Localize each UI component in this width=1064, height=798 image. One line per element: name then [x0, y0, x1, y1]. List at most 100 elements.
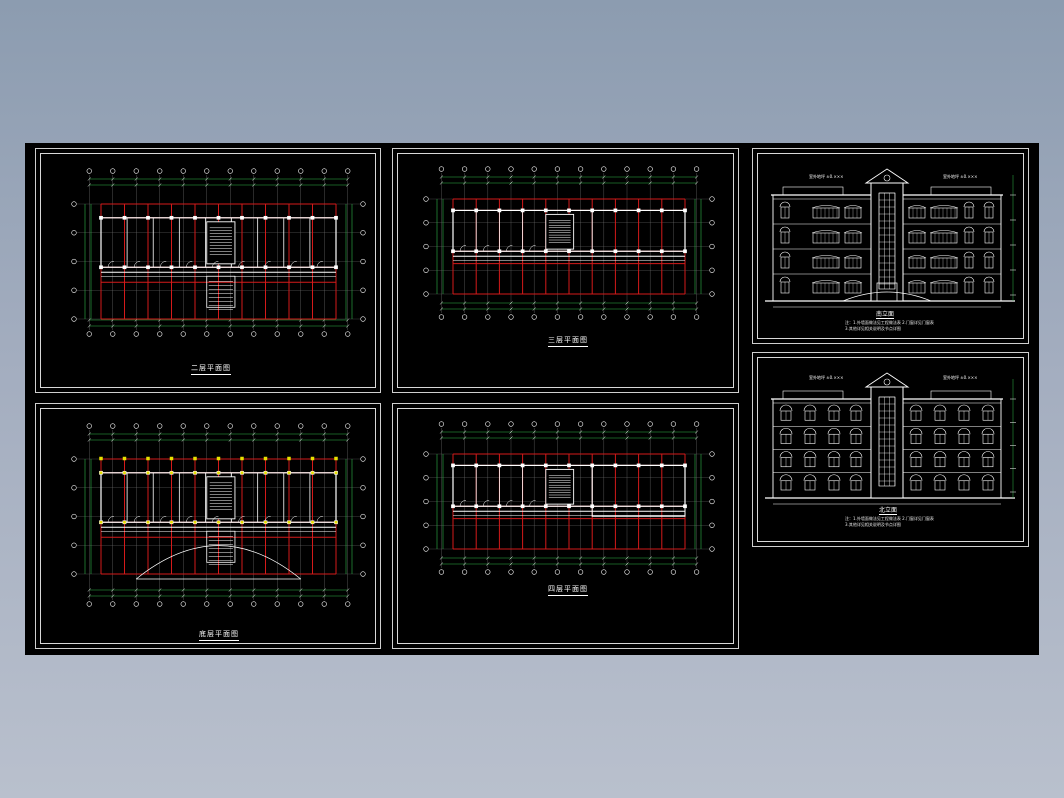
column [122, 265, 127, 270]
axis-bubble [670, 569, 677, 575]
axis-bubble [508, 314, 514, 320]
dimension-tick [228, 594, 232, 598]
sheet-north-elevation[interactable]: 北立面 注：1.外墙面做法见工程做法表 2.门窗详见门窗表 3.其他详见相关说明… [752, 352, 1029, 547]
window-arch [929, 255, 959, 259]
dimension-tick [322, 183, 326, 187]
dimension-tick [648, 436, 652, 440]
dimension-tick [602, 562, 606, 566]
parapet [782, 186, 844, 196]
dimension-tick [625, 556, 629, 560]
stair-core [545, 468, 575, 505]
dimension-tick [555, 556, 560, 560]
tower-oculus [883, 378, 891, 386]
door-swing [212, 516, 219, 523]
dimension-tick [486, 175, 490, 179]
column [613, 504, 618, 509]
sheet-inner-frame [757, 153, 1024, 339]
dimension-tick [158, 324, 162, 328]
column [99, 520, 103, 525]
axis-bubble [180, 423, 186, 429]
dimension-tick [134, 588, 138, 592]
dimension-tick [648, 556, 652, 560]
dimension-tick [462, 436, 467, 440]
sheet-title: 底层平面图 [199, 629, 239, 641]
axis-bubble [157, 168, 163, 174]
axis-bubble [709, 498, 715, 505]
column [520, 249, 525, 254]
sheet-inner-frame [397, 408, 734, 644]
axis-bubble [423, 451, 429, 457]
sheet-ground-floor-plan[interactable]: 底层平面图 [35, 403, 381, 649]
door-swing [529, 245, 536, 252]
door-swing [133, 261, 141, 268]
axis-bubble [647, 569, 653, 575]
axis-bubble [71, 230, 77, 236]
sheet-third-floor-plan[interactable]: 三层平面图 [392, 148, 739, 393]
column [683, 249, 687, 254]
dimension-tick [87, 594, 91, 598]
column [169, 265, 174, 270]
column [636, 504, 641, 509]
elevation-note-2: 3.其他详见相关说明及节点详图 [845, 326, 901, 331]
dimension-tick [158, 588, 162, 592]
window-arch [981, 451, 995, 458]
axis-bubble [601, 569, 607, 575]
dimension-tick [252, 438, 256, 442]
dimension-tick [322, 432, 326, 436]
column [216, 456, 221, 461]
column [216, 470, 221, 475]
axis-bubble [298, 331, 304, 337]
axis-bubble [180, 331, 186, 337]
axis-bubble [438, 569, 445, 575]
window-arch [963, 226, 975, 233]
dimension-tick [486, 430, 490, 434]
dimension-tick [648, 562, 652, 566]
column [543, 208, 548, 213]
door-swing [186, 261, 193, 268]
axis-bubble [204, 601, 210, 607]
column [497, 463, 502, 468]
dimension-tick [509, 175, 513, 179]
window-arch [779, 451, 793, 458]
axis-bubble [251, 423, 257, 429]
sheet-inner-frame [397, 153, 734, 388]
dimension-tick [275, 438, 279, 442]
dimension-tick [578, 562, 583, 566]
door-swing [159, 261, 167, 268]
dimension-tick [509, 307, 513, 311]
dimension-tick [322, 324, 326, 328]
axis-bubble [321, 601, 327, 607]
dimension-tick [694, 562, 699, 566]
axis-bubble [423, 498, 429, 505]
dimension-tick [134, 177, 138, 181]
column [216, 265, 221, 270]
dimension-tick [509, 181, 513, 185]
axis-bubble [360, 230, 366, 236]
cad-drawing-canvas[interactable]: 二层平面图 三层平面图 底层平面图 四层平面图 南立面 注：1.外墙面做法见工程… [25, 143, 1039, 655]
axis-bubble [204, 331, 210, 337]
dimension-tick [228, 588, 232, 592]
axis-bubble [133, 168, 139, 174]
column [99, 470, 103, 475]
dimension-tick [532, 301, 536, 305]
dimension-tick [275, 588, 279, 592]
column [99, 215, 103, 220]
sheet-second-floor-plan[interactable]: 二层平面图 [35, 148, 381, 393]
dimension-tick [134, 438, 138, 442]
column [497, 249, 502, 254]
sheet-fourth-floor-plan[interactable]: 四层平面图 [392, 403, 739, 649]
dimension-tick [532, 307, 536, 311]
axis-bubble [423, 267, 429, 273]
sheet-south-elevation[interactable]: 南立面 注：1.外墙面做法见工程做法表 2.门窗详见门窗表 3.其他详见相关说明… [752, 148, 1029, 344]
column [543, 504, 548, 509]
door-swing [316, 261, 323, 268]
ground-floor-plan-drawing [71, 423, 366, 607]
window-arch [843, 255, 863, 259]
column [122, 520, 127, 525]
column [263, 470, 268, 475]
axis-bubble [694, 314, 700, 320]
column [169, 520, 174, 525]
dimension-tick [205, 588, 209, 592]
dimension-tick [181, 432, 185, 436]
entrance-stair [206, 530, 236, 563]
